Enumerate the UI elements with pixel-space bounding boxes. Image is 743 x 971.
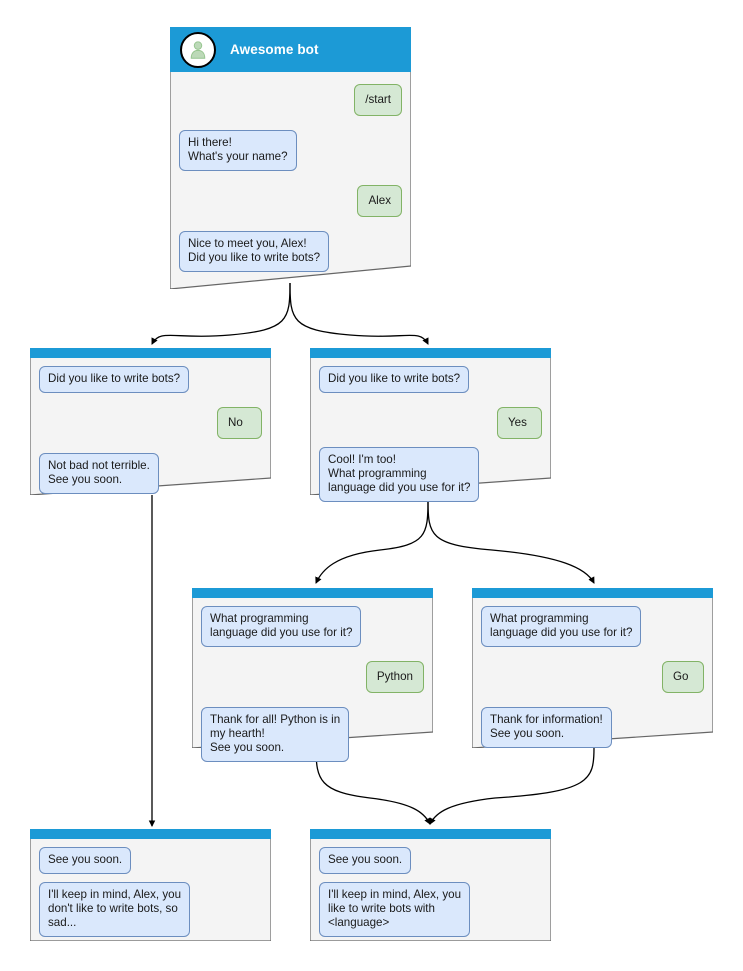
- node-no-branch-header: [30, 348, 271, 358]
- chat-bubble-bot[interactable]: What programming language did you use fo…: [481, 606, 642, 647]
- chat-bubble-user[interactable]: Python: [365, 661, 424, 693]
- node-end-happy[interactable]: See you soon. I'll keep in mind, Alex, y…: [310, 829, 551, 941]
- node-end-happy-header: [310, 829, 551, 839]
- chat-bubble-bot[interactable]: Did you like to write bots?: [39, 366, 190, 393]
- spacer: [179, 116, 402, 130]
- node-go-branch-messages: What programming language did you use fo…: [472, 598, 713, 748]
- spacer: [39, 874, 262, 882]
- node-python-branch-messages: What programming language did you use fo…: [192, 598, 433, 762]
- node-end-sad-messages: See you soon. I'll keep in mind, Alex, y…: [30, 839, 271, 937]
- chat-bubble-bot[interactable]: Thank for all! Python is in my hearth! S…: [201, 707, 350, 762]
- chat-bubble-user[interactable]: /start: [354, 84, 402, 116]
- chat-bubble-bot[interactable]: Hi there! What's your name?: [179, 130, 297, 171]
- spacer: [481, 647, 704, 661]
- spacer: [179, 171, 402, 185]
- spacer: [319, 439, 542, 447]
- chat-bubble-bot[interactable]: See you soon.: [319, 847, 412, 874]
- spacer: [201, 647, 424, 661]
- node-go-branch[interactable]: What programming language did you use fo…: [472, 588, 713, 748]
- chat-bubble-bot[interactable]: See you soon.: [39, 847, 132, 874]
- chat-bubble-bot[interactable]: Cool! I'm too! What programming language…: [319, 447, 480, 502]
- chat-bubble-user[interactable]: No: [217, 407, 262, 439]
- chat-bubble-bot[interactable]: I'll keep in mind, Alex, you don't like …: [39, 882, 191, 937]
- bot-name-label: Awesome bot: [230, 42, 319, 57]
- spacer: [179, 217, 402, 231]
- chat-bubble-bot[interactable]: I'll keep in mind, Alex, you like to wri…: [319, 882, 471, 937]
- spacer: [201, 693, 424, 707]
- node-end-sad-header: [30, 829, 271, 839]
- node-yes-branch-messages: Did you like to write bots? Yes Cool! I'…: [310, 358, 551, 502]
- node-yes-branch[interactable]: Did you like to write bots? Yes Cool! I'…: [310, 348, 551, 502]
- edge-yes-to-go: [427, 499, 595, 584]
- node-end-happy-messages: See you soon. I'll keep in mind, Alex, y…: [310, 839, 551, 937]
- node-no-branch[interactable]: Did you like to write bots? No Not bad n…: [30, 348, 271, 495]
- spacer: [319, 874, 542, 882]
- edge-yes-to-python: [315, 499, 429, 584]
- edge-root-to-yes: [289, 282, 429, 345]
- edge-root-to-no: [151, 282, 291, 345]
- person-icon: [180, 31, 216, 68]
- chat-bubble-bot[interactable]: Nice to meet you, Alex! Did you like to …: [179, 231, 330, 272]
- node-root[interactable]: Awesome bot /start Hi there! What's your…: [170, 27, 411, 289]
- node-python-branch-header: [192, 588, 433, 598]
- node-end-sad[interactable]: See you soon. I'll keep in mind, Alex, y…: [30, 829, 271, 941]
- chat-bubble-bot[interactable]: Did you like to write bots?: [319, 366, 470, 393]
- edge-go-to-end-happy: [429, 747, 595, 825]
- node-root-messages: /start Hi there! What's your name? Alex …: [170, 72, 411, 272]
- chat-bubble-user[interactable]: Yes: [497, 407, 542, 439]
- chat-bubble-bot[interactable]: What programming language did you use fo…: [201, 606, 362, 647]
- node-no-branch-messages: Did you like to write bots? No Not bad n…: [30, 358, 271, 494]
- node-go-branch-header: [472, 588, 713, 598]
- chat-bubble-bot[interactable]: Thank for information! See you soon.: [481, 707, 612, 748]
- spacer: [39, 393, 262, 407]
- chat-bubble-user[interactable]: Alex: [357, 185, 402, 217]
- spacer: [481, 693, 704, 707]
- node-python-branch[interactable]: What programming language did you use fo…: [192, 588, 433, 762]
- spacer: [319, 393, 542, 407]
- chat-bubble-bot[interactable]: Not bad not terrible. See you soon.: [39, 453, 159, 494]
- node-root-header: Awesome bot: [170, 27, 411, 72]
- node-yes-branch-header: [310, 348, 551, 358]
- spacer: [39, 439, 262, 453]
- chat-bubble-user[interactable]: Go: [662, 661, 704, 693]
